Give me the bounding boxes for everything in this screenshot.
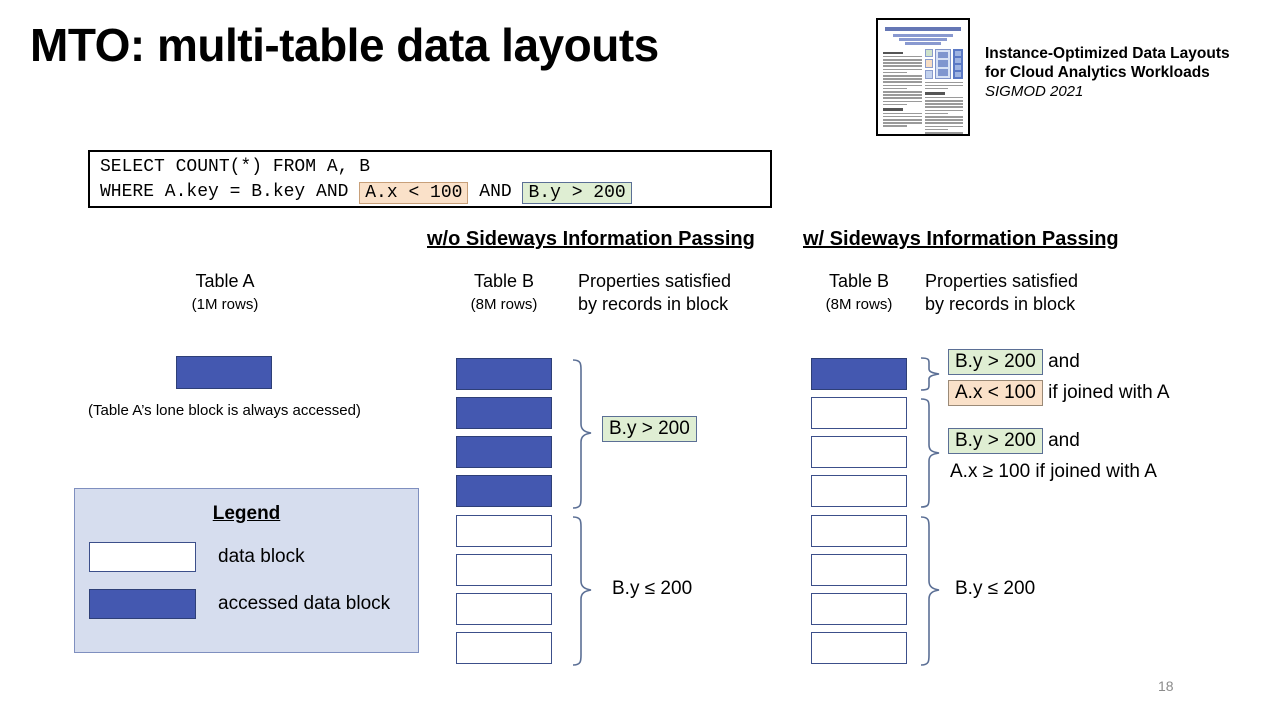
brace-right-group-1 (920, 357, 940, 391)
sql-conjunction: AND (468, 182, 523, 202)
annotation-left-chip-1: B.y > 200 (602, 416, 697, 442)
properties-header-right-line2: by records in block (925, 294, 1076, 314)
paper-reference: Instance-Optimized Data Layouts for Clou… (876, 18, 1230, 136)
table-b-right-rows: (8M rows) (825, 296, 893, 313)
table-row (456, 397, 552, 429)
table-row (811, 475, 907, 507)
annotation-right-group-2-line1: B.y > 200 and (948, 428, 1157, 454)
legend: Legend data block accessed data block (74, 488, 419, 653)
annotation-right-group-1-line1: B.y > 200 and (948, 349, 1170, 375)
table-row (456, 436, 552, 468)
table-row (456, 554, 552, 586)
paper-venue: SIGMOD 2021 (985, 83, 1084, 100)
annotation-left-group-2: B.y ≤ 200 (612, 578, 693, 599)
legend-label-data-block: data block (218, 546, 305, 567)
legend-item-data-block: data block (75, 542, 418, 572)
annotation-right-tail-joined-a: if joined with A (1048, 382, 1170, 403)
page-title: MTO: multi-table data layouts (30, 19, 659, 71)
legend-title: Legend (212, 503, 281, 524)
table-row (811, 515, 907, 547)
table-row (456, 358, 552, 390)
brace-left-group-2 (572, 516, 592, 666)
paper-title-line1: Instance-Optimized Data Layouts (985, 45, 1230, 62)
legend-swatch-accessed-data-block (89, 589, 196, 619)
annotation-right-group-1: B.y > 200 and A.x < 100 if joined with A (948, 349, 1170, 406)
sql-line-2: WHERE A.key = B.key AND A.x < 100 AND B.… (100, 180, 770, 205)
brace-right-group-3 (920, 516, 940, 666)
sql-query-box: SELECT COUNT(*) FROM A, B WHERE A.key = … (88, 150, 772, 208)
properties-header-left: Properties satisfied by records in block (578, 270, 731, 316)
annotation-right-chip-ax100: A.x < 100 (948, 380, 1043, 406)
table-b-right-name: Table B (828, 271, 890, 291)
table-row (456, 632, 552, 664)
section-heading-without-sip: w/o Sideways Information Passing (427, 228, 755, 250)
annotation-right-tail-and-a: and (1048, 351, 1080, 372)
properties-header-left-line2: by records in block (578, 294, 729, 314)
page-number: 18 (1158, 678, 1174, 694)
table-row (456, 593, 552, 625)
table-b-left-name: Table B (473, 271, 535, 291)
table-b-left-header: Table B (8M rows) (443, 270, 565, 316)
table-row (811, 397, 907, 429)
annotation-right-tail-and-b: and (1048, 430, 1080, 451)
paper-title-line2: for Cloud Analytics Workloads (985, 64, 1210, 81)
annotation-left-group-1: B.y > 200 (602, 416, 697, 442)
table-a-name: Table A (195, 271, 255, 291)
table-a-rows: (1M rows) (191, 296, 259, 313)
legend-swatch-data-block (89, 542, 196, 572)
brace-right-group-2 (920, 398, 940, 508)
table-row (456, 475, 552, 507)
properties-header-left-line1: Properties satisfied (578, 271, 732, 291)
table-row (811, 632, 907, 664)
table-row (811, 593, 907, 625)
legend-item-accessed-data-block: accessed data block (75, 589, 418, 619)
table-a-note: (Table A’s lone block is always accessed… (88, 402, 361, 419)
table-row (811, 358, 907, 390)
annotation-right-group-2-line2: A.x ≥ 100 if joined with A (950, 461, 1157, 482)
annotation-right-chip-by200-b: B.y > 200 (948, 428, 1043, 454)
table-b-right-header: Table B (8M rows) (798, 270, 920, 316)
brace-left-group-1 (572, 359, 592, 509)
sql-predicate-a: A.x < 100 (359, 182, 469, 204)
table-row (811, 436, 907, 468)
table-row (456, 515, 552, 547)
properties-header-right: Properties satisfied by records in block (925, 270, 1078, 316)
properties-header-right-line1: Properties satisfied (925, 271, 1079, 291)
annotation-right-group-3: B.y ≤ 200 (955, 578, 1036, 599)
annotation-right-chip-by200-a: B.y > 200 (948, 349, 1043, 375)
table-row (811, 554, 907, 586)
annotation-right-group-1-line2: A.x < 100 if joined with A (948, 380, 1170, 406)
section-heading-with-sip: w/ Sideways Information Passing (803, 228, 1119, 250)
sql-predicate-b: B.y > 200 (522, 182, 632, 204)
table-b-left-rows: (8M rows) (470, 296, 538, 313)
sql-line-1: SELECT COUNT(*) FROM A, B (100, 157, 371, 177)
legend-label-accessed-data-block: accessed data block (218, 593, 391, 614)
table-a-block (176, 356, 272, 389)
annotation-right-group-2: B.y > 200 and A.x ≥ 100 if joined with A (948, 428, 1157, 485)
paper-thumbnail-icon (876, 18, 970, 136)
sql-line-2-prefix: WHERE A.key = B.key AND (100, 182, 360, 202)
table-a-header: Table A (1M rows) (150, 270, 300, 316)
